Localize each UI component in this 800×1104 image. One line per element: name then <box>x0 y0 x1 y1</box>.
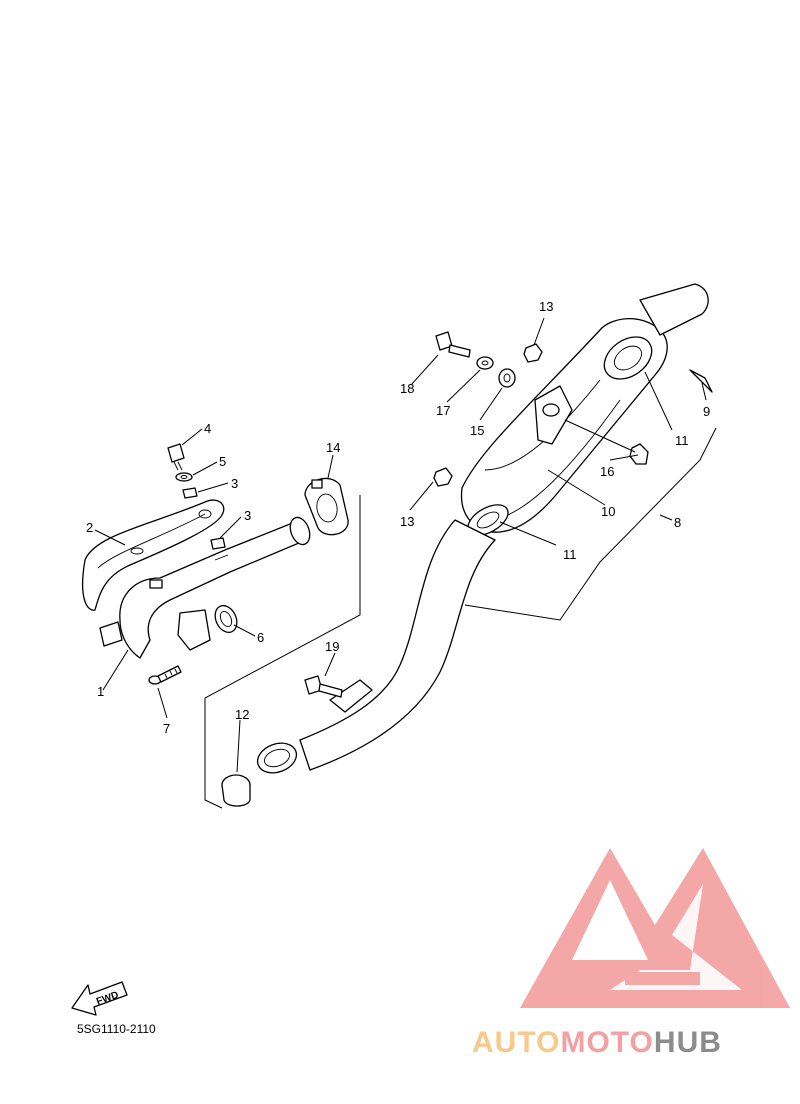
washer-17 <box>476 356 494 370</box>
callout-18: 18 <box>400 381 414 396</box>
callout-19: 19 <box>325 639 339 654</box>
callout-5: 5 <box>219 454 226 469</box>
collar-3-upper <box>182 487 198 499</box>
brand-part-3: HUB <box>654 1026 722 1059</box>
watermark-logo <box>520 848 790 1008</box>
callout-17: 17 <box>436 403 450 418</box>
heat-protector <box>81 499 225 611</box>
callout-11-lower: 11 <box>563 547 577 562</box>
bolt-7 <box>148 665 182 685</box>
callout-6: 6 <box>257 630 264 645</box>
nut-13-bottom <box>433 467 453 487</box>
leader-lines <box>94 317 717 809</box>
brand-part-1: AUTO <box>472 1026 560 1059</box>
callouts: 1 2 3 3 4 5 6 7 8 9 10 11 11 12 13 13 14… <box>86 299 710 736</box>
diagram-code: 5SG1110-2110 <box>77 1022 156 1036</box>
callout-11-upper: 11 <box>675 433 689 448</box>
callout-8: 8 <box>674 515 681 530</box>
muffler-body <box>460 283 709 536</box>
bolt-18 <box>435 331 471 358</box>
collar-3-lower <box>210 537 226 550</box>
watermark-brand: AUTOMOTOHUB <box>472 1026 722 1059</box>
screw-9 <box>689 369 713 393</box>
callout-13-bottom: 13 <box>400 514 414 529</box>
brand-part-2: MOTO <box>560 1026 653 1059</box>
nut-13-top <box>523 343 543 363</box>
callout-3-upper: 3 <box>231 476 238 491</box>
callout-7: 7 <box>163 721 170 736</box>
bolt-4 <box>167 443 185 471</box>
callout-14: 14 <box>326 440 340 455</box>
clamp-14 <box>304 477 349 536</box>
bolt-19 <box>304 675 343 698</box>
collar-15 <box>498 368 516 388</box>
fwd-arrow-icon: FWD <box>71 981 128 1016</box>
callout-1: 1 <box>97 684 104 699</box>
callout-15: 15 <box>470 423 484 438</box>
callout-16: 16 <box>600 464 614 479</box>
callout-10: 10 <box>601 504 615 519</box>
callout-13-top: 13 <box>539 299 553 314</box>
callout-9: 9 <box>703 404 710 419</box>
callout-4: 4 <box>204 421 211 436</box>
callout-12: 12 <box>235 707 249 722</box>
callout-2: 2 <box>86 520 93 535</box>
header-pipe <box>99 516 311 659</box>
link-pipe <box>256 519 496 774</box>
washer-5 <box>175 472 193 482</box>
callout-3-lower: 3 <box>244 508 251 523</box>
gasket-12 <box>221 774 251 807</box>
gasket-6 <box>214 604 238 634</box>
bolt-16 <box>629 443 649 465</box>
